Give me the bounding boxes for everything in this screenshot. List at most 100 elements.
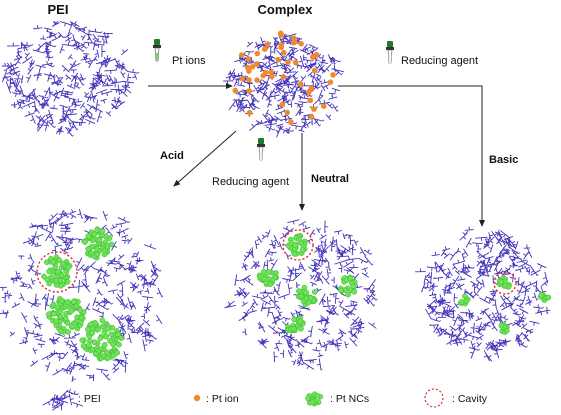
- pt-ion: [249, 64, 256, 70]
- pt-atom: [64, 320, 71, 326]
- condition-basic: Basic: [489, 154, 518, 166]
- pt-ion: [278, 42, 284, 48]
- pt-ion: [254, 61, 260, 67]
- cavities: [36, 229, 517, 295]
- pt-ions: [232, 30, 336, 125]
- pt-ion: [279, 101, 286, 108]
- pt-atom: [88, 250, 95, 256]
- pt-atom: [57, 328, 64, 335]
- polymer-tips: [2, 23, 140, 137]
- pt-atom: [309, 399, 316, 406]
- pt-ion: [297, 81, 304, 87]
- pt-atom: [503, 327, 510, 334]
- pt-atom: [57, 313, 64, 320]
- pt-atom: [345, 291, 351, 298]
- pt-atom: [82, 239, 88, 245]
- pt-ion: [285, 59, 291, 65]
- pt-atom: [85, 326, 91, 333]
- pt-ion: [246, 88, 252, 94]
- pt-atom: [65, 299, 71, 305]
- pt-nanocluster-icon: [81, 226, 115, 261]
- pt-atom: [261, 268, 267, 275]
- pt-atom: [46, 268, 53, 275]
- pt-atom: [97, 335, 104, 342]
- pt-atom: [64, 279, 71, 285]
- pt-ion: [262, 69, 269, 76]
- pt-ion: [254, 50, 261, 57]
- pt-atom: [116, 341, 122, 348]
- dropper-icon: [257, 138, 265, 161]
- pt-atom: [58, 298, 65, 304]
- cavity-ring-icon: [282, 229, 314, 261]
- pt-atom: [45, 311, 52, 318]
- pt-atom: [88, 321, 94, 328]
- pt-atom: [65, 329, 71, 335]
- cavity-ring-icon: [36, 251, 78, 293]
- pt-ion: [278, 30, 284, 37]
- pt-atom: [78, 314, 85, 321]
- condition-acid: Acid: [160, 150, 184, 162]
- pt-atom: [108, 331, 115, 338]
- pt-atom: [94, 251, 101, 258]
- pt-atom: [115, 331, 121, 338]
- pt-ion: [306, 89, 312, 95]
- polymer-tips: [52, 392, 80, 411]
- polymer-strands: [415, 226, 551, 362]
- pt-nanocluster-icon: [457, 293, 471, 307]
- step-reducing-agent-top: Reducing agent: [401, 55, 478, 67]
- pt-nanocluster-icon: [285, 233, 308, 257]
- pt-nanocluster-icon: [537, 292, 552, 303]
- pt-atom: [104, 349, 110, 356]
- legend-pt-ncs: : Pt NCs: [330, 393, 369, 405]
- pt-atom: [305, 395, 311, 402]
- pt-atom: [291, 250, 298, 257]
- pt-ion: [308, 114, 315, 120]
- legend-cavity: : Cavity: [452, 393, 488, 405]
- pt-atom: [114, 349, 120, 356]
- pt-ion: [330, 72, 336, 78]
- pt-ion: [307, 97, 314, 104]
- pt-atom: [303, 289, 310, 296]
- pt-atom: [54, 304, 61, 311]
- pt-ion-dot-icon: [193, 394, 201, 402]
- pt-atom: [50, 258, 57, 265]
- pt-atom: [94, 227, 101, 234]
- title-complex: Complex: [258, 2, 314, 17]
- pt-atom: [85, 233, 92, 239]
- pt-ion: [311, 106, 317, 112]
- pt-atom: [347, 275, 354, 282]
- pt-ion: [284, 109, 291, 116]
- pt-atom: [53, 277, 60, 284]
- pt-atom: [104, 243, 111, 250]
- pt-atom: [498, 279, 505, 285]
- pt-atom: [545, 294, 552, 301]
- pt-ion: [288, 119, 294, 125]
- pt-atom: [50, 310, 57, 317]
- pt-ion: [239, 76, 246, 82]
- dropper-icon: [153, 39, 161, 62]
- pt-atom: [56, 257, 62, 263]
- condition-neutral: Neutral: [311, 173, 349, 185]
- pt-nanocluster-icon: [285, 315, 306, 334]
- pt-nanocluster-icon: [256, 268, 279, 288]
- polymer-network-icon: [42, 388, 84, 411]
- pt-atom: [101, 341, 108, 348]
- pt-atom: [69, 323, 75, 330]
- pt-atom: [299, 247, 306, 254]
- pt-ion: [245, 56, 252, 62]
- pt-nanocluster-icon: [496, 275, 512, 290]
- pt-ion: [238, 52, 245, 58]
- pt-atom: [291, 316, 298, 323]
- pt-ion: [280, 74, 287, 80]
- pt-atom: [265, 275, 272, 282]
- pt-ion: [246, 109, 253, 116]
- pei-network: [1, 20, 140, 137]
- pt-atom: [77, 307, 84, 313]
- pt-atom: [65, 264, 72, 271]
- pt-atom: [105, 325, 111, 332]
- pt-atom: [103, 333, 109, 340]
- pt-ion: [311, 67, 318, 74]
- pt-atom: [55, 269, 61, 275]
- pt-ion: [281, 49, 287, 56]
